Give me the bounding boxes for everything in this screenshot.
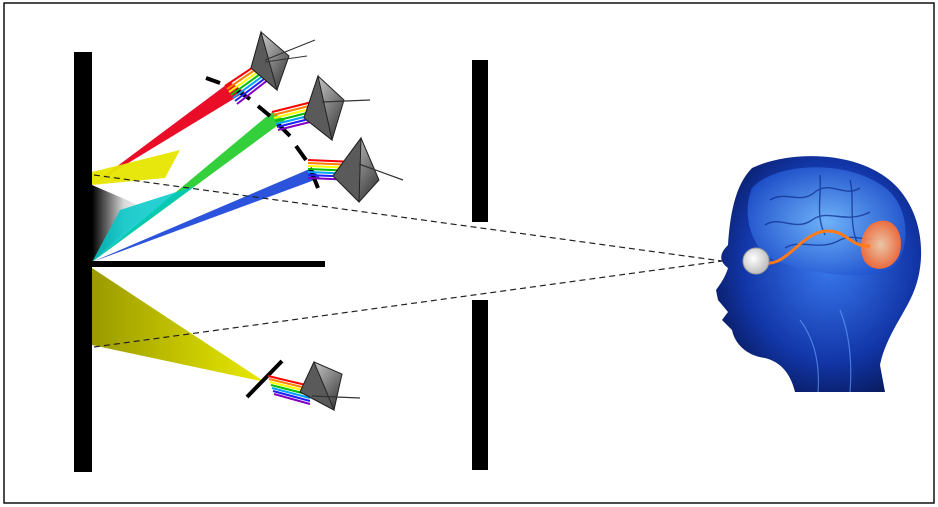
- barrier-upper: [472, 60, 488, 222]
- prism-1: [224, 30, 316, 105]
- cyan-overlap: [92, 186, 195, 262]
- barrier-lower: [472, 300, 488, 470]
- prism-3: [307, 136, 404, 204]
- yellow-overlap: [92, 150, 180, 185]
- prism-4: [267, 360, 361, 412]
- divider-shelf: [92, 261, 325, 267]
- sight-lines: [93, 174, 723, 348]
- red-beam: [92, 82, 245, 185]
- blue-beam: [92, 168, 320, 262]
- outer-frame: [3, 2, 935, 504]
- screen-wall: [74, 52, 92, 472]
- eyeball: [742, 247, 770, 275]
- neck-muscles: [799, 309, 852, 393]
- sight-line-lower: [93, 260, 723, 348]
- yellow-beam: [92, 268, 265, 382]
- prism-2: [271, 74, 371, 142]
- sight-line-upper: [93, 174, 723, 262]
- human-head-illustration: [716, 156, 922, 393]
- light-beams: [92, 82, 320, 382]
- visual-cortex: [860, 220, 901, 269]
- optic-nerve: [757, 229, 871, 265]
